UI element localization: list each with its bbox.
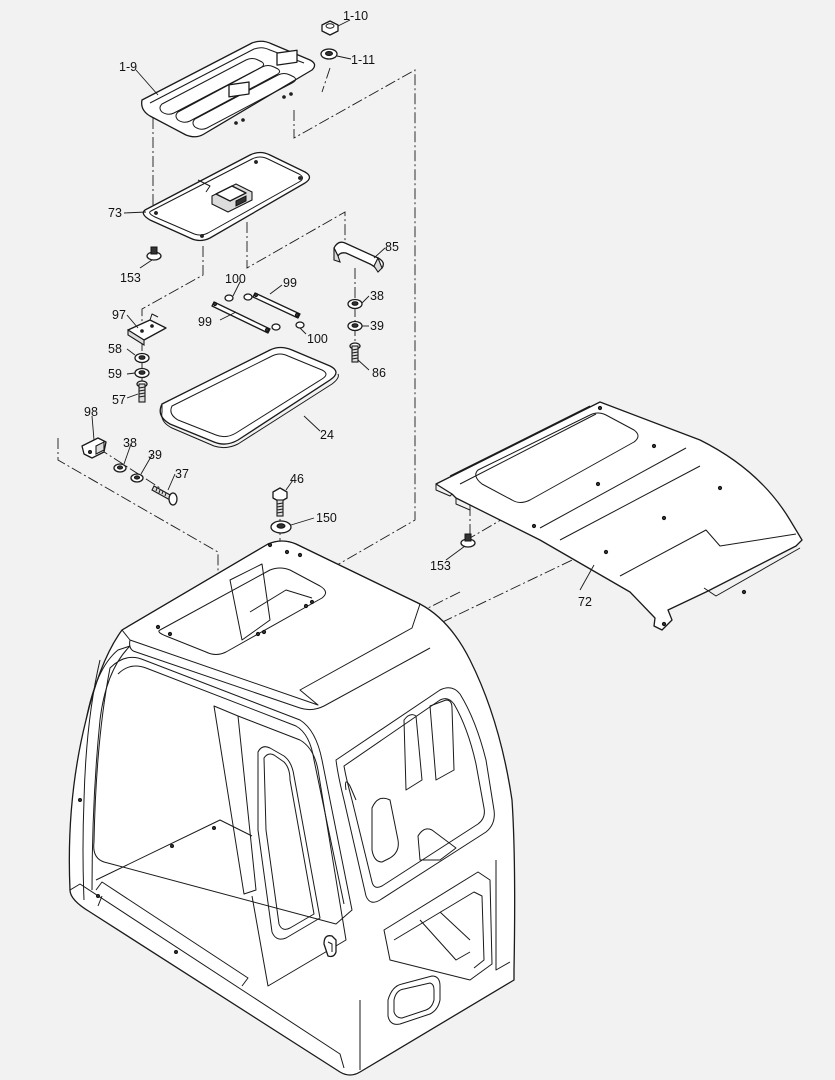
clip-153-right [460,533,476,548]
label-72: 72 [578,595,592,609]
leader-lines [91,19,595,591]
washer-38-left [113,463,127,473]
label-58: 58 [108,342,122,356]
label-1-10: 1-10 [343,9,368,23]
label-57: 57 [112,393,126,407]
rod-99-upper [252,292,301,319]
label-153-left: 153 [120,271,141,285]
bolt-46 [272,487,288,517]
label-150: 150 [316,511,337,525]
hatch-seal-24 [159,346,339,449]
label-39-left: 39 [148,448,162,462]
label-98: 98 [84,405,98,419]
washer-1-11 [320,48,338,60]
label-39-right: 39 [370,319,384,333]
ring-100-lower [271,321,305,331]
label-100-lower: 100 [307,332,328,346]
roof-hatch-cover-1-9 [141,40,316,138]
label-153-right: 153 [430,559,451,573]
hatch-frame-73 [142,151,311,242]
lock-washer-59 [134,367,150,379]
label-86: 86 [372,366,386,380]
clip-153-left [146,246,162,261]
nut-1-10 [321,20,339,36]
operator-cab-body [68,540,516,1076]
label-85: 85 [385,240,399,254]
lock-washer-39-left [130,473,144,483]
catch-98 [81,437,107,459]
bolt-57 [136,380,148,403]
label-24: 24 [320,428,334,442]
label-1-11: 1-11 [351,53,375,67]
label-100-upper: 100 [225,272,246,286]
label-37: 37 [175,467,189,481]
bolt-37 [151,485,178,506]
lock-washer-39-right [347,320,363,332]
label-59: 59 [108,367,122,381]
grab-handle-85 [333,241,384,273]
label-73: 73 [108,206,122,220]
label-1-9: 1-9 [119,60,137,74]
label-46: 46 [290,472,304,486]
ring-100-upper [224,293,253,302]
washer-38-right [347,298,363,310]
bracket-97 [127,313,167,346]
rod-99-lower [211,301,271,334]
label-99-lower: 99 [198,315,212,329]
washer-58 [134,352,150,364]
label-97: 97 [112,308,126,322]
washer-150 [270,520,292,534]
label-99-upper: 99 [283,276,297,290]
roof-panel-72 [435,401,803,631]
part-number-labels: 1-10 1-11 1-9 73 153 85 100 99 99 100 38… [84,9,592,609]
bolt-86 [349,342,361,363]
label-38-right: 38 [370,289,384,303]
label-38-left: 38 [123,436,137,450]
